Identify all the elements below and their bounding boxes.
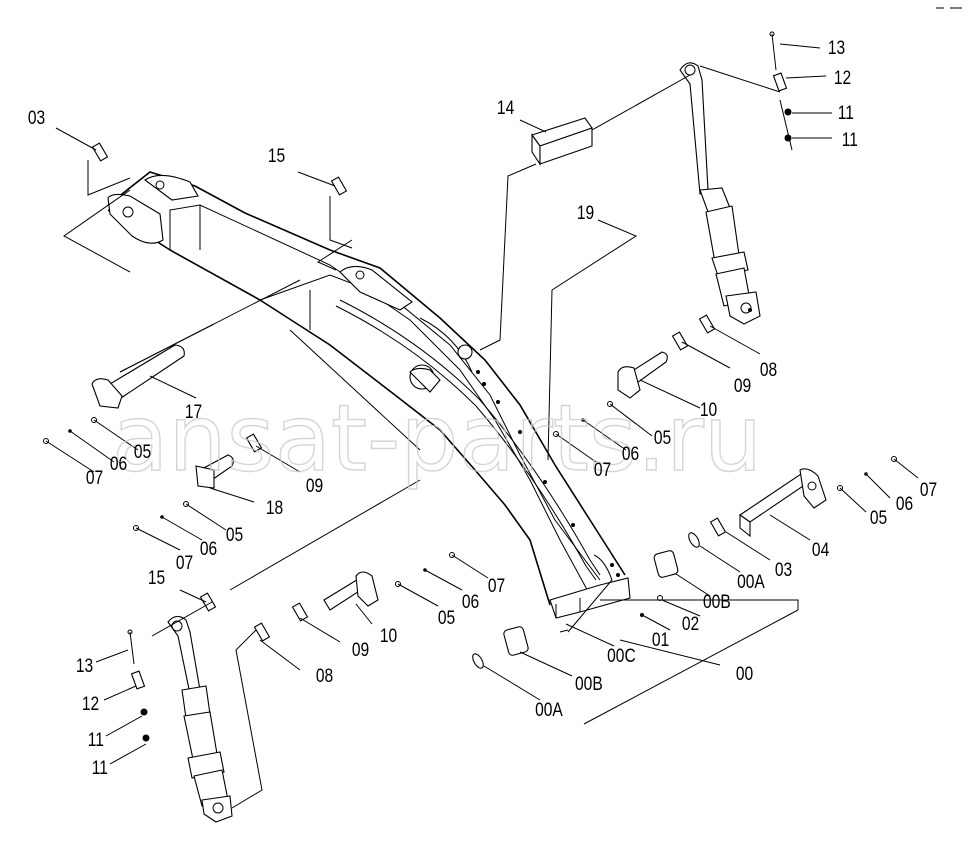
part-labels: 03 15 14 13 12 11 11 19 17 05 06 07 09 1… (28, 37, 937, 779)
label-03-top: 03 (28, 107, 45, 129)
label-02: 02 (682, 613, 699, 635)
label-09-upper: 09 (734, 375, 751, 397)
label-06-midleft: 06 (200, 538, 217, 560)
label-11-right-a: 11 (838, 102, 854, 124)
label-04: 04 (812, 539, 830, 561)
label-11-left-a: 11 (88, 729, 104, 751)
boom-cylinder-right (679, 62, 761, 325)
label-14: 14 (497, 97, 515, 119)
label-10-upper: 10 (700, 399, 717, 421)
label-15-lower: 15 (148, 567, 165, 589)
label-11-left-b: 11 (92, 757, 108, 779)
label-06-left: 06 (110, 453, 127, 475)
label-19: 19 (577, 202, 594, 224)
label-06-right: 06 (896, 493, 913, 515)
label-07-lower: 07 (488, 575, 505, 597)
label-07-right: 07 (920, 479, 937, 501)
label-07-midleft: 07 (176, 552, 193, 574)
label-05-right: 05 (870, 507, 887, 529)
label-05-upper: 05 (654, 427, 671, 449)
label-05-lower: 05 (438, 607, 455, 629)
label-13-left: 13 (76, 655, 93, 677)
label-00B-lower: 00B (575, 673, 603, 695)
label-10-lower: 10 (380, 625, 397, 647)
label-00C: 00C (607, 645, 636, 667)
label-06-upper: 06 (622, 443, 639, 465)
label-03-right: 03 (775, 559, 792, 581)
watermark-text: ansat-parts.ru (112, 385, 762, 492)
label-07-upper: 07 (594, 459, 611, 481)
label-06-lower: 06 (462, 591, 479, 613)
boom-cylinder-left (167, 615, 233, 823)
label-12-right: 12 (834, 67, 851, 89)
label-17: 17 (185, 401, 202, 423)
label-08-lower: 08 (316, 665, 333, 687)
label-08-upper: 08 (760, 359, 777, 381)
label-00A-right: 00A (737, 571, 765, 593)
label-01: 01 (652, 629, 669, 651)
label-00B-right: 00B (703, 591, 731, 613)
label-12-left: 12 (82, 693, 99, 715)
label-15-top: 15 (268, 145, 285, 167)
pins-and-hardware (43, 31, 897, 742)
label-09-midleft: 09 (306, 475, 323, 497)
label-07-left: 07 (86, 467, 103, 489)
label-05-left: 05 (134, 441, 151, 463)
label-13-right: 13 (828, 37, 845, 59)
label-11-right-b: 11 (842, 129, 858, 151)
label-05-midleft: 05 (226, 524, 243, 546)
label-00: 00 (736, 663, 753, 685)
label-00A-lower: 00A (535, 699, 563, 721)
label-09-lower: 09 (352, 639, 369, 661)
leader-lines (45, 43, 919, 809)
boom (107, 171, 631, 633)
label-18: 18 (266, 497, 283, 519)
